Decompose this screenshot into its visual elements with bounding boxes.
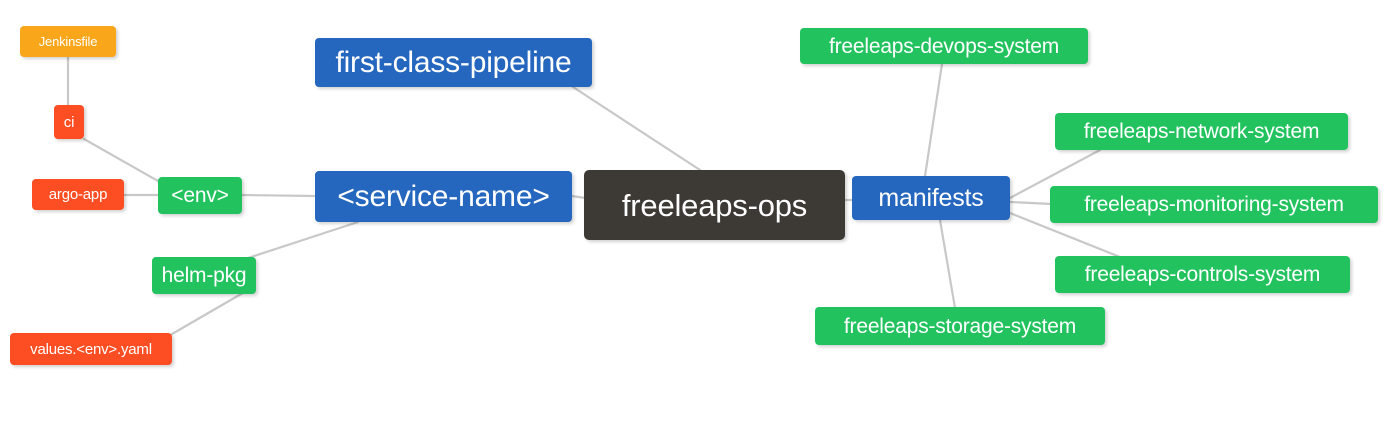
edge-helm-pkg-service-name: [246, 220, 360, 260]
node-label: first-class-pipeline: [335, 45, 572, 79]
node-env[interactable]: <env>: [158, 177, 242, 214]
node-label: <env>: [171, 184, 229, 207]
node-jenkinsfile[interactable]: Jenkinsfile: [20, 26, 116, 57]
node-ci[interactable]: ci: [54, 105, 84, 139]
node-label: freeleaps-devops-system: [829, 34, 1059, 58]
node-label: argo-app: [48, 186, 108, 203]
node-values-yaml[interactable]: values.<env>.yaml: [10, 333, 172, 365]
node-label: freeleaps-controls-system: [1084, 263, 1321, 286]
node-helm-pkg[interactable]: helm-pkg: [152, 257, 256, 294]
edge-manifests-monitoring: [1008, 200, 1054, 206]
node-freeleaps-network-system[interactable]: freeleaps-network-system: [1055, 113, 1348, 150]
node-manifests[interactable]: manifests: [852, 176, 1010, 220]
node-label: freeleaps-ops: [621, 187, 808, 223]
node-service-name[interactable]: <service-name>: [315, 171, 572, 222]
node-label: freeleaps-monitoring-system: [1084, 193, 1344, 216]
node-label: freeleaps-network-system: [1083, 120, 1320, 143]
edge-first-class-root: [571, 85, 702, 172]
node-label: <service-name>: [337, 179, 550, 213]
node-label: manifests: [878, 183, 984, 212]
node-root-freeleaps-ops[interactable]: freeleaps-ops: [584, 170, 845, 240]
node-freeleaps-storage-system[interactable]: freeleaps-storage-system: [815, 307, 1105, 345]
edge-manifests-storage: [938, 218, 957, 310]
node-freeleaps-monitoring-system[interactable]: freeleaps-monitoring-system: [1050, 186, 1378, 223]
node-argo-app[interactable]: argo-app: [32, 179, 124, 210]
node-label: values.<env>.yaml: [30, 340, 152, 358]
node-label: helm-pkg: [161, 264, 247, 287]
node-label: Jenkinsfile: [38, 34, 98, 49]
node-freeleaps-controls-system[interactable]: freeleaps-controls-system: [1055, 256, 1350, 293]
edge-values-helm-pkg: [170, 288, 250, 336]
node-label: freeleaps-storage-system: [843, 314, 1077, 338]
node-first-class-pipeline[interactable]: first-class-pipeline: [315, 38, 592, 87]
edge-env-service-name: [240, 193, 317, 198]
node-freeleaps-devops-system[interactable]: freeleaps-devops-system: [800, 28, 1088, 64]
node-label: ci: [63, 113, 75, 131]
edge-manifests-devops: [923, 62, 944, 178]
